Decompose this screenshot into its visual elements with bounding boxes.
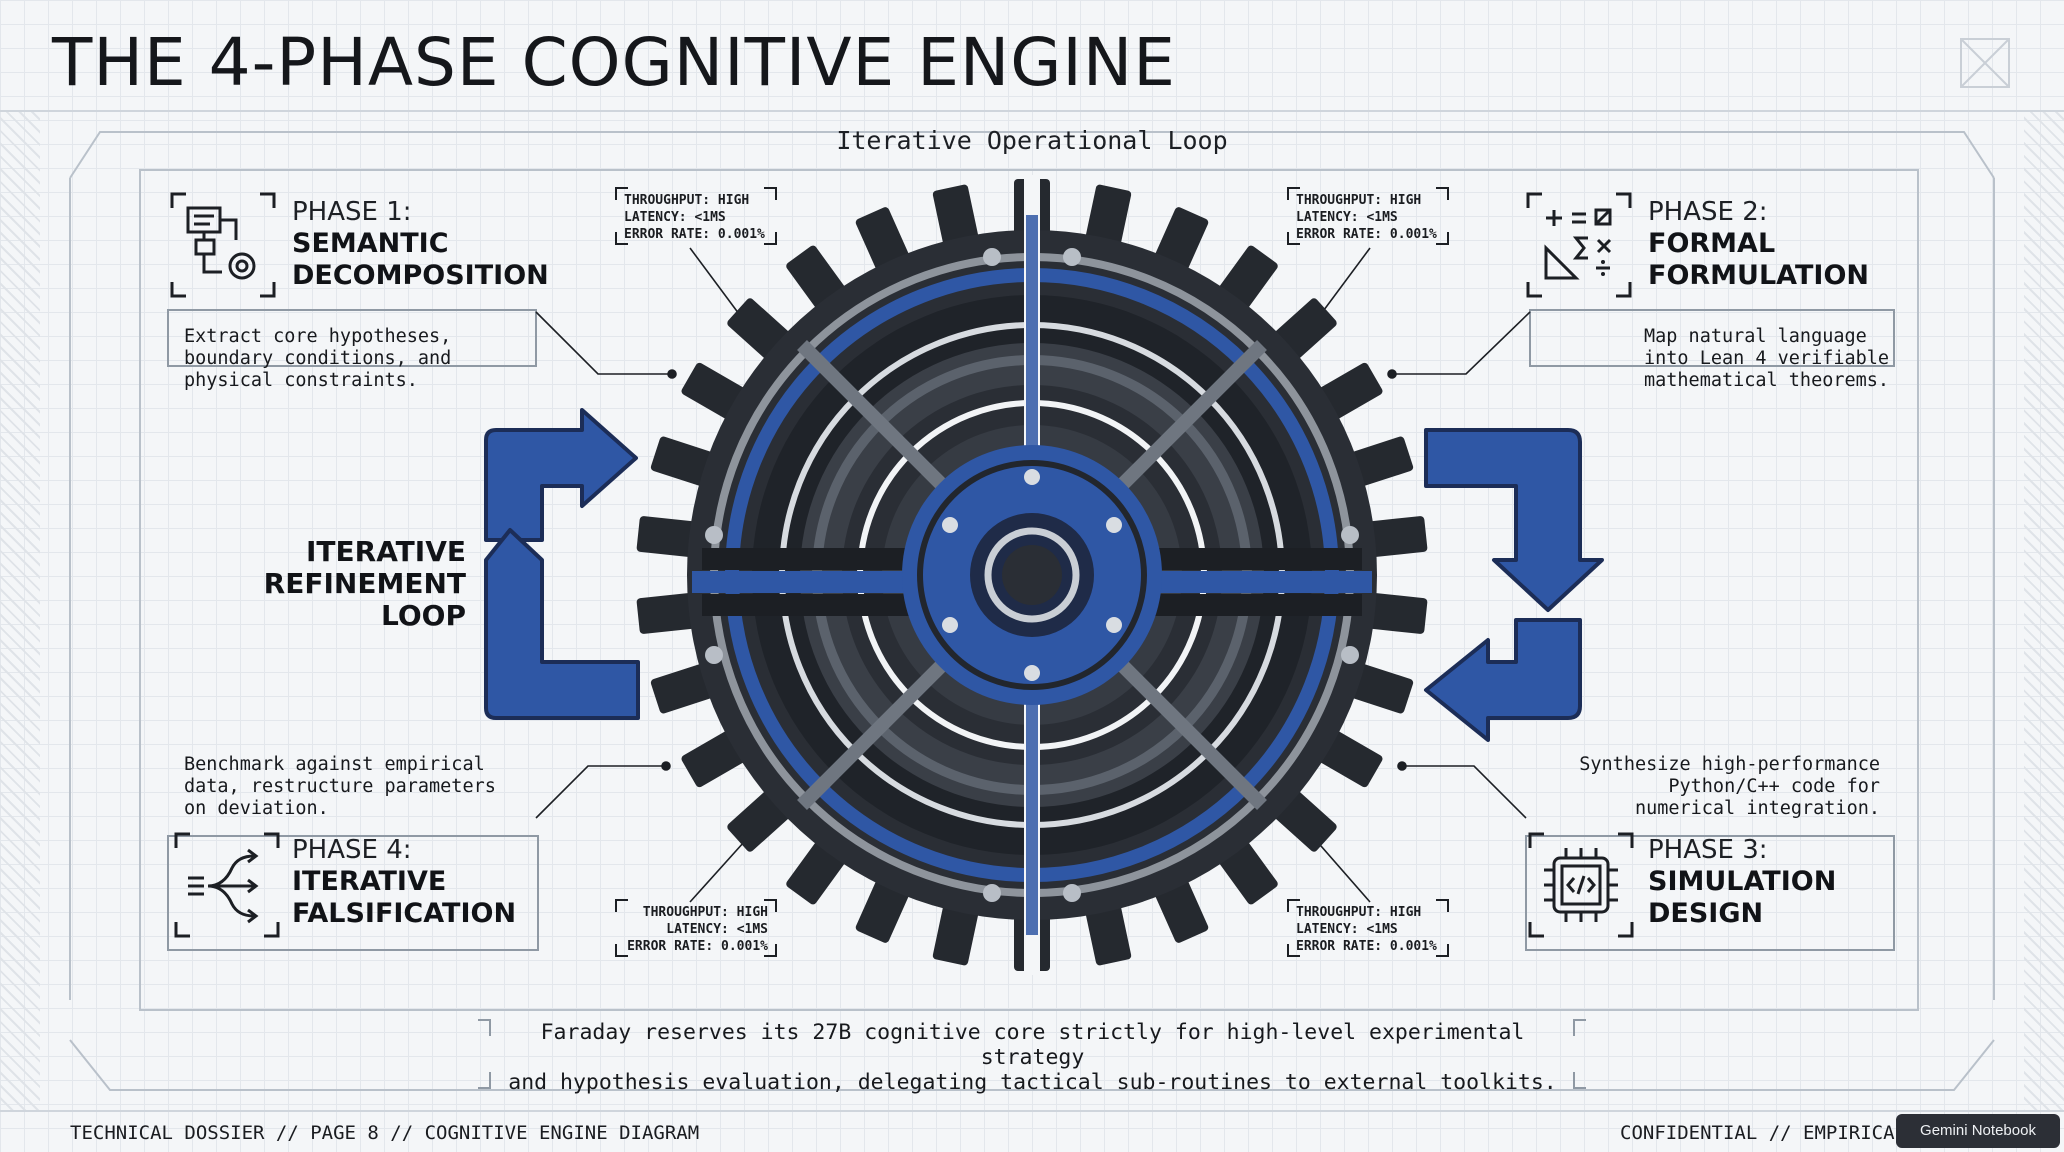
code-chip-icon [1528, 832, 1634, 938]
gemini-notebook-badge: Gemini Notebook [1896, 1114, 2060, 1148]
loop-title: Iterative Operational Loop [836, 126, 1228, 155]
branching-arrows-icon [174, 832, 280, 938]
footer-dossier-info: TECHNICAL DOSSIER // PAGE 8 // COGNITIVE… [70, 1122, 700, 1144]
stat-block-bottom-left: THROUGHPUT: HIGH LATENCY: <1MS ERROR RAT… [627, 905, 768, 954]
bottom-note: Faraday reserves its 27B cognitive core … [508, 1020, 1557, 1095]
phase-2-heading: PHASE 2: FORMAL FORMULATION [1648, 197, 1869, 291]
phase-4-description: Benchmark against empirical data, restru… [184, 754, 496, 819]
refinement-loop-label: ITERATIVE REFINEMENT LOOP [263, 535, 466, 632]
title-divider [0, 110, 2064, 112]
flowchart-gear-icon [170, 192, 276, 298]
phase-2-description: Map natural language into Lean 4 verifia… [1644, 326, 1890, 391]
stat-block-top-left: THROUGHPUT: HIGH LATENCY: <1MS ERROR RAT… [624, 193, 765, 242]
page-title: THE 4-PHASE COGNITIVE ENGINE [52, 24, 1176, 101]
phase-1-description: Extract core hypotheses, boundary condit… [184, 326, 452, 391]
phase-3-heading: PHASE 3: SIMULATION DESIGN [1648, 835, 1837, 929]
footer-classification: CONFIDENTIAL // EMPIRICAL [1620, 1122, 1906, 1144]
close-mark-icon [1960, 38, 2010, 88]
footer-divider [0, 1110, 2064, 1112]
cognitive-engine-gear-icon [636, 175, 1428, 975]
stat-block-bottom-right: THROUGHPUT: HIGH LATENCY: <1MS ERROR RAT… [1296, 905, 1437, 954]
phase-4-heading: PHASE 4: ITERATIVE FALSIFICATION [292, 835, 517, 929]
phase-3-description: Synthesize high-performance Python/C++ c… [1579, 754, 1880, 819]
math-symbols-icon [1526, 192, 1632, 298]
stat-block-top-right: THROUGHPUT: HIGH LATENCY: <1MS ERROR RAT… [1296, 193, 1437, 242]
left-hatch-border [0, 112, 40, 1112]
right-hatch-border [2024, 112, 2064, 1112]
phase-1-heading: PHASE 1: SEMANTIC DECOMPOSITION [292, 197, 549, 291]
